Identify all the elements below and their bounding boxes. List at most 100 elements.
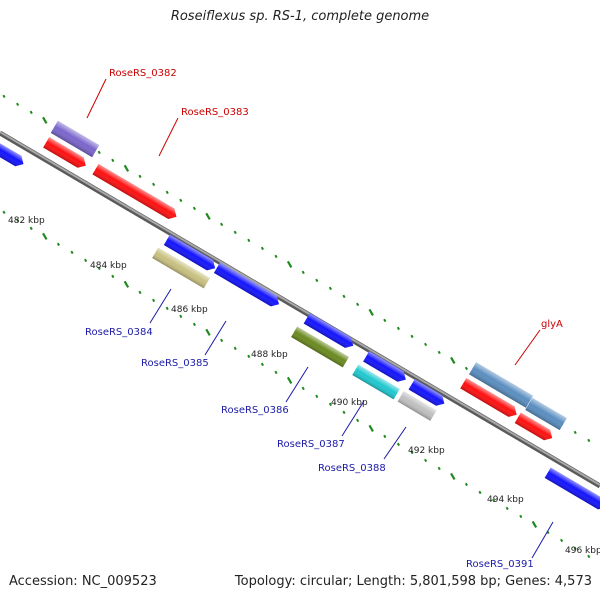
ring-dot [29, 226, 33, 231]
ring-dot [138, 174, 142, 179]
ring-dot [315, 394, 319, 399]
gene-roseRS-0384[interactable] [152, 247, 210, 289]
ring-dot [2, 210, 6, 215]
ring-dot [396, 326, 400, 331]
ring-dot [342, 294, 346, 299]
ring-dot [424, 342, 428, 347]
ring-dot [123, 280, 130, 288]
ring-dot [260, 362, 264, 367]
tick-label: 484 kbp [90, 261, 127, 271]
tick-label: 496 kbp [565, 546, 600, 556]
genome-backbone [0, 130, 600, 489]
ring-dot [152, 182, 156, 187]
gene-label-roseRS-0386[interactable]: RoseRS_0386 [221, 405, 289, 416]
ring-dot [519, 514, 523, 519]
ring-dot [342, 410, 346, 415]
ring-dot [70, 250, 74, 255]
ring-dot [437, 466, 441, 471]
ring-dot [573, 546, 577, 551]
ring-dot [315, 278, 319, 283]
ring-dot [396, 442, 400, 447]
ring-dot [97, 150, 101, 155]
ring-dot [233, 230, 237, 235]
genome-info-text: Topology: circular; Length: 5,801,598 bp… [234, 574, 592, 589]
ring-dot [192, 322, 196, 327]
gene-blue-3[interactable] [303, 313, 357, 351]
tick-label: 490 kbp [331, 398, 368, 408]
tick-label: 492 kbp [408, 446, 445, 456]
gene-label-roseRS-0391[interactable]: RoseRS_0391 [466, 559, 534, 570]
ring-dot [464, 366, 468, 371]
ring-dot [274, 254, 278, 259]
ring-dot [410, 450, 414, 455]
gene-label-roseRS-0383[interactable]: RoseRS_0383 [181, 107, 249, 118]
gene-glyA[interactable] [469, 362, 533, 408]
gene-blue-5[interactable] [408, 379, 448, 409]
ring-dot [301, 270, 305, 275]
gene-roseRS-0391[interactable] [544, 467, 600, 513]
gene-blue-left[interactable] [0, 140, 27, 170]
ring-dot [587, 554, 591, 559]
gene-roseRS-0386[interactable] [291, 326, 349, 368]
ring-dot [286, 376, 293, 384]
ring-dot [356, 418, 360, 423]
ring-dot [560, 538, 564, 543]
ring-dot [220, 222, 224, 227]
tick-label: 486 kbp [171, 305, 208, 315]
ring-dot [2, 94, 6, 99]
gene-features [0, 120, 600, 513]
gene-roseRS-0383[interactable] [92, 163, 179, 222]
ring-dot [233, 346, 237, 351]
ring-dot [505, 506, 509, 511]
gene-red-2[interactable] [460, 378, 520, 420]
ring-dot [573, 430, 577, 435]
gene-label-roseRS-0388[interactable]: RoseRS_0388 [318, 463, 386, 474]
gene-blue-4[interactable] [363, 351, 409, 385]
ring-dot [111, 158, 115, 163]
ring-dot [247, 238, 251, 243]
ring-dot [42, 116, 48, 124]
gene-blue-2[interactable] [163, 234, 218, 274]
gene-red-3[interactable] [514, 412, 556, 444]
gene-label-roseRS-0387[interactable]: RoseRS_0387 [277, 439, 345, 450]
ring-dot [16, 218, 20, 223]
gene-red-1[interactable] [43, 137, 89, 171]
gene-roseRS-0385[interactable] [213, 262, 282, 310]
ring-dot [424, 458, 428, 463]
ring-dot [410, 334, 414, 339]
ring-dot [260, 246, 264, 251]
gene-label-roseRS-0384[interactable]: RoseRS_0384 [85, 327, 153, 338]
ring-dot [437, 350, 441, 355]
ring-dot [97, 266, 101, 271]
ring-dot [220, 338, 224, 343]
gene-roseRS-0388[interactable] [397, 391, 437, 421]
ring-dot [123, 164, 130, 172]
accession-text: Accession: NC_009523 [9, 574, 157, 589]
ring-dot [56, 242, 60, 247]
ring-dot [368, 424, 374, 432]
ring-dot [138, 290, 142, 295]
ring-dot [356, 302, 360, 307]
gene-steelblue-2[interactable] [525, 397, 567, 431]
ring-dot [205, 328, 211, 336]
gene-label-roseRS-0385[interactable]: RoseRS_0385 [141, 358, 209, 369]
ring-dot [42, 232, 48, 240]
ring-dot [478, 490, 482, 495]
ring-dot [192, 206, 196, 211]
gene-label-glyA[interactable]: glyA [541, 319, 563, 330]
ring-dot [179, 198, 183, 203]
ring-dot [531, 520, 538, 528]
gene-roseRS-0382[interactable] [50, 120, 100, 158]
axis-tick-labels: 482 kbp 484 kbp 486 kbp 488 kbp 490 kbp … [8, 216, 600, 556]
ring-dot [247, 354, 251, 359]
tick-label: 482 kbp [8, 216, 45, 226]
ring-dot [328, 402, 332, 407]
ring-dot [383, 434, 387, 439]
gene-label-roseRS-0382[interactable]: RoseRS_0382 [109, 68, 177, 79]
ring-dot [165, 190, 169, 195]
ring-dot [152, 298, 156, 303]
gene-roseRS-0387[interactable] [352, 364, 400, 400]
ring-dot [464, 482, 468, 487]
tick-label: 494 kbp [487, 495, 524, 505]
